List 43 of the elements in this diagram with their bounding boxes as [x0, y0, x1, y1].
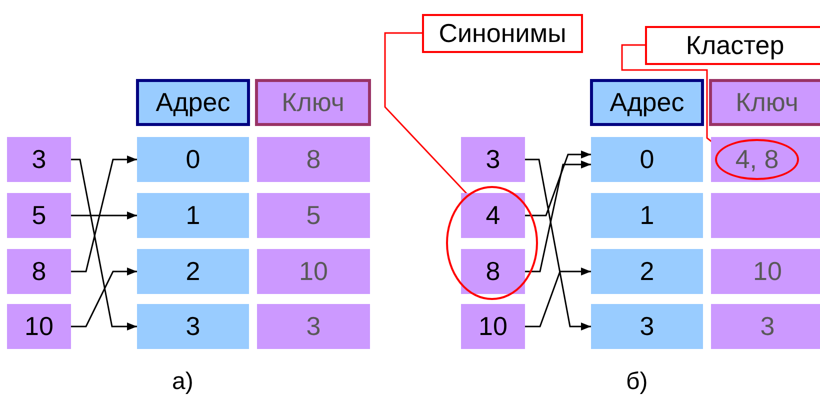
- address-cell: 1: [591, 193, 703, 238]
- key-cell: 5: [7, 193, 71, 238]
- highlight-ellipse: [446, 186, 538, 300]
- address-cell: 0: [591, 137, 703, 182]
- panel-label: а): [172, 368, 194, 396]
- arrow: [525, 150, 591, 216]
- key-cell: 8: [7, 249, 71, 294]
- address-cell: 2: [137, 249, 249, 294]
- key-cell: 10: [711, 249, 820, 294]
- column-header: Адрес: [590, 79, 704, 126]
- highlight-ellipse: 4, 8: [715, 139, 799, 180]
- key-cell: 8: [461, 249, 525, 294]
- leader-line: [384, 32, 469, 196]
- column-header: Ключ: [709, 79, 820, 126]
- key-cell: 5: [257, 193, 370, 238]
- arrow: [525, 160, 591, 272]
- address-cell: 0: [137, 137, 249, 182]
- key-cell: 8: [257, 137, 370, 182]
- arrow: [71, 268, 137, 328]
- arrow: [71, 158, 137, 330]
- key-cell: 3: [257, 304, 370, 349]
- arrow: [71, 156, 137, 272]
- key-cell: 3: [7, 137, 71, 182]
- key-cell: [711, 137, 820, 182]
- callout-box: Синонимы: [422, 14, 583, 53]
- address-cell: 1: [137, 193, 249, 238]
- key-cell: 10: [461, 304, 525, 349]
- address-cell: 3: [591, 304, 703, 349]
- key-cell: 10: [257, 249, 370, 294]
- key-cell: 3: [461, 137, 525, 182]
- key-cell: 10: [7, 304, 71, 349]
- address-cell: 2: [591, 249, 703, 294]
- arrow: [525, 268, 591, 328]
- arrow: [71, 212, 137, 220]
- address-cell: 3: [137, 304, 249, 349]
- panel-label: б): [626, 368, 648, 396]
- key-cell: [711, 193, 820, 238]
- key-cell: 3: [711, 304, 820, 349]
- key-cell: 4: [461, 193, 525, 238]
- callout-box: Кластер: [645, 26, 820, 65]
- column-header: Ключ: [255, 79, 371, 126]
- arrow: [525, 158, 591, 330]
- column-header: Адрес: [136, 79, 250, 126]
